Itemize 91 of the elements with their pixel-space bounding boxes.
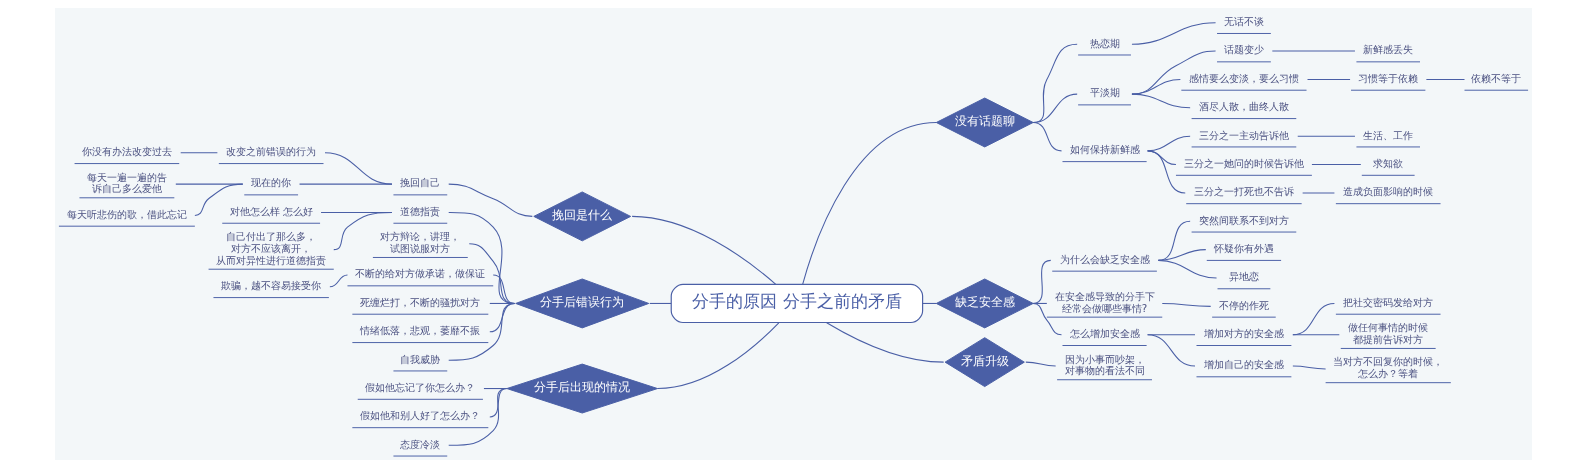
connector [174, 183, 243, 185]
node-diamond: 没有话题聊 [935, 97, 1034, 148]
connector [648, 302, 672, 304]
node-text: 因为小事而吵架，对事物的看法不同 [1064, 352, 1145, 377]
node-text: 如何保持新鲜感 [1069, 143, 1140, 156]
node-text: 求知欲 [1372, 156, 1403, 169]
node-text: 自己付出了那么多，对方不应该离开，从而对异性进行道德指责 [215, 230, 326, 266]
node-text: 为什么会缺乏安全感 [1059, 252, 1150, 265]
node-text: 假如他忘记了你怎么办？ [364, 380, 475, 393]
node-text: 每天听悲伤的歌，借此忘记 [66, 207, 187, 220]
connector [492, 274, 515, 304]
node-text: 怀疑你有外遇 [1213, 242, 1274, 254]
node-text: 不断的给对方做承诺，做保证 [354, 267, 485, 280]
connector [1296, 135, 1355, 137]
node-text: 做任何事情的时候都提前告诉对方 [1347, 321, 1428, 345]
node-diamond: 分手后错误行为 [514, 278, 649, 329]
node-text: 自我威胁 [399, 352, 440, 365]
node-text: 突然间联系不到对方 [1198, 213, 1289, 226]
connector [801, 121, 937, 285]
connector [488, 388, 507, 418]
node-text: 平淡期 [1089, 86, 1120, 99]
node-text: 在安全感导致的分手下经常会做哪些事情? [1054, 289, 1155, 314]
node-diamond: 缺乏安全感 [935, 278, 1034, 329]
node-text: 现在的你 [250, 176, 291, 189]
node-text: 欺骗，越不容易接受你 [220, 279, 321, 292]
node-text: 造成负面影响的时候 [1342, 185, 1433, 198]
connector [1032, 121, 1062, 152]
node-text: 三分之一她问的时候告诉他 [1183, 156, 1304, 169]
node-text: 生活、工作 [1362, 128, 1413, 141]
node-diamond: 分手后出现的情况 [505, 363, 658, 414]
connector [1161, 302, 1211, 307]
connector [1301, 192, 1335, 194]
connector [447, 211, 515, 304]
node-text: 挽回自己 [399, 176, 440, 189]
connector [1310, 164, 1361, 166]
connector [328, 274, 348, 288]
node-text: 话题变少 [1223, 43, 1264, 56]
node-text: 增加自己的安全感 [1203, 358, 1284, 371]
connector [825, 322, 944, 363]
node-text: 死缠烂打，不断的骚扰对方 [359, 295, 480, 308]
node-text: 酒尽人散，曲终人散 [1198, 100, 1289, 113]
node-text: 三分之一打死也不告诉 [1193, 185, 1294, 198]
connector [298, 183, 392, 185]
connector [447, 302, 515, 361]
node-text: 对他怎么样 怎么好 [229, 204, 313, 217]
node-text: 热恋期 [1089, 36, 1120, 49]
node-text: 对方辩论，讲理，试图说服对方 [379, 230, 460, 254]
connector [488, 302, 515, 333]
node-text: 新鲜感丢失 [1362, 43, 1413, 56]
connector [1425, 78, 1465, 80]
node-text: 假如他和别人好了怎么办？ [359, 409, 480, 422]
connector [447, 388, 507, 446]
connector [1146, 150, 1186, 194]
connector [1271, 50, 1355, 52]
connector [1130, 22, 1216, 45]
node-text: 当对方不回复你的时候，怎么办？等着 [1332, 355, 1443, 380]
node-text: 道德指责 [399, 204, 440, 217]
node-text: 依赖不等于 [1470, 71, 1521, 84]
node-text: 无话不谈 [1223, 15, 1264, 28]
node-diamond: 挽回是什么 [532, 191, 631, 242]
connector [1130, 50, 1216, 95]
node-text: 怎么增加安全感 [1069, 327, 1140, 340]
connector [1130, 93, 1191, 109]
connector [468, 243, 515, 304]
connector [1306, 78, 1351, 80]
connector [1157, 259, 1217, 279]
node-box: 分手的原因 分手之前的矛盾 [670, 283, 923, 324]
node-text: 改变之前错误的行为 [225, 145, 316, 158]
connector [656, 322, 779, 390]
node-text: 异地恋 [1228, 270, 1259, 283]
connector [1130, 78, 1181, 95]
connector [1291, 334, 1340, 336]
connector [631, 215, 776, 285]
node-text: 把社交密码发给对方 [1342, 295, 1433, 308]
node-text: 每天一遍一遍的告诉自己多么爱他 [86, 170, 167, 195]
node-text: 感情要么变淡，要么习惯 [1188, 71, 1299, 84]
connector [332, 211, 392, 251]
node-diamond: 矛盾升级 [944, 337, 1025, 388]
node-text: 不停的作死 [1218, 298, 1269, 311]
node-text: 态度冷淡 [399, 437, 440, 450]
node-text: 你没有办法改变过去 [81, 145, 172, 158]
node-text: 三分之一主动告诉他 [1198, 128, 1289, 141]
connector [447, 183, 533, 217]
connector [193, 183, 243, 216]
connector [1024, 361, 1056, 367]
node-text: 情绪低落，悲观，萎靡不振 [359, 324, 480, 337]
connector [1146, 334, 1196, 367]
node-text: 增加对方的安全感 [1203, 327, 1284, 340]
connector [179, 152, 218, 154]
connector [1291, 365, 1326, 370]
node-text: 习惯等于依赖 [1357, 71, 1418, 84]
